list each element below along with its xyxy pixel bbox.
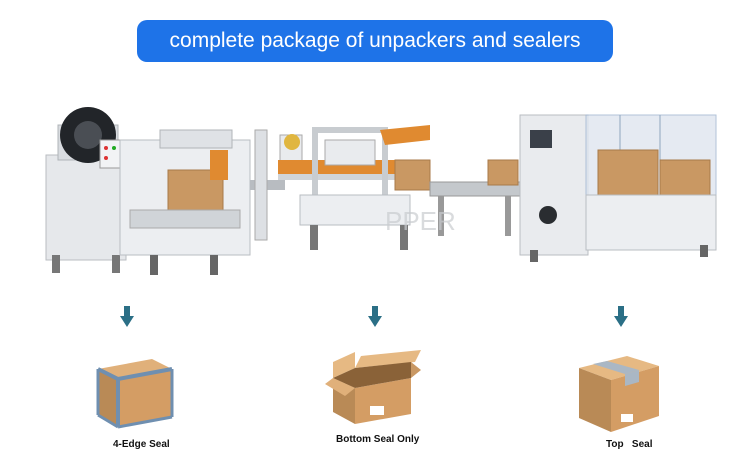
title-banner: complete package of unpackers and sealer… — [137, 20, 613, 62]
four-edge-sealed-box — [96, 359, 174, 429]
arrow-down-icon — [368, 306, 382, 327]
bottom-sealed-open-box — [325, 350, 421, 424]
watermark-logo: PPER — [385, 206, 456, 236]
four-edge-sealer — [119, 129, 251, 275]
case-erector — [519, 114, 717, 262]
bottom-sealer — [278, 125, 431, 250]
top-sealed-box — [579, 356, 659, 432]
strapping-machine — [45, 107, 127, 273]
caption-top-seal: Top Seal — [606, 439, 653, 450]
caption-bottom-seal: Bottom Seal Only — [336, 434, 420, 445]
caption-four-edge: 4-Edge Seal — [113, 439, 170, 450]
arrow-down-icon — [120, 306, 134, 327]
banner-title: complete package of unpackers and sealer… — [169, 29, 581, 52]
packaging-line-illustration: PPER — [45, 107, 717, 275]
arrow-down-icon — [614, 306, 628, 327]
roller-conveyor — [250, 129, 285, 241]
middle-conveyor — [429, 159, 521, 236]
